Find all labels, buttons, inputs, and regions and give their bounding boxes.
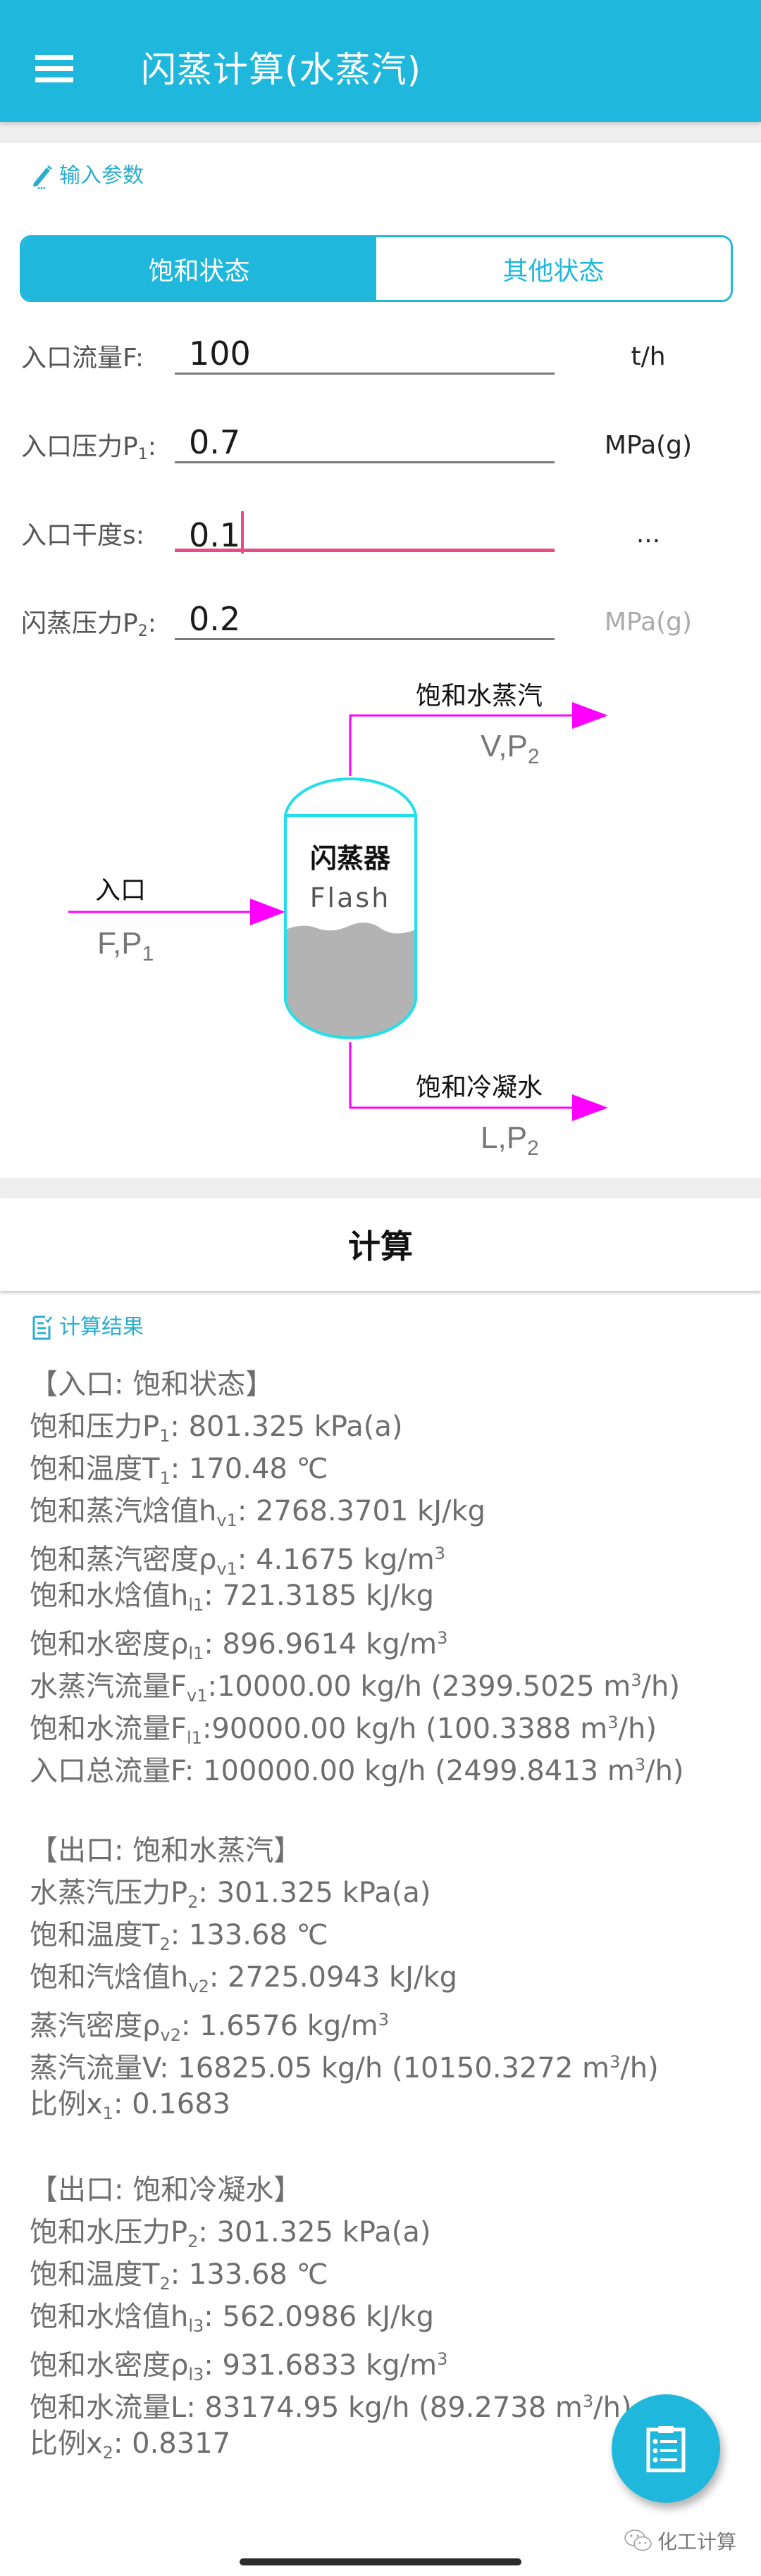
inlet-flow-label: 入口流量F: <box>21 344 144 373</box>
flash-drum-diagram: 饱和水蒸汽 V,P2 闪蒸器 Flash 入口 F,P1 饱和冷凝水 L,P2 <box>68 682 608 1160</box>
watermark-text: 化工计算 <box>657 2530 737 2553</box>
inlet-pressure-label: 入口压力P1: <box>21 432 156 463</box>
vessel-outline <box>284 777 417 1039</box>
result-line: 饱和温度T2: 133.68 ℃ <box>30 1919 328 1954</box>
clipboard-list-icon <box>646 2426 686 2472</box>
liquid-outlet-pipe <box>349 1042 574 1109</box>
inlet-flow-row: 入口流量F: 100 t/h <box>0 323 761 393</box>
calculate-button[interactable]: 计算 <box>0 1198 761 1291</box>
results-heading: 【出口: 饱和水蒸汽】 <box>30 1834 302 1867</box>
liquid-level <box>285 923 416 1038</box>
input-section-header: 输入参数 <box>28 162 144 190</box>
report-fab-button[interactable] <box>612 2394 720 2503</box>
inlet-pressure-row: 入口压力P1: 0.7 MPa(g) <box>0 411 761 482</box>
result-line: 饱和水焓值hl1: 721.3185 kJ/kg <box>30 1580 435 1615</box>
inlet-dryness-unit: ... <box>636 520 661 549</box>
result-line: 蒸汽流量V: 16825.05 kg/h (10150.3272 m3/h) <box>30 2052 659 2084</box>
result-line: 饱和水流量L: 83174.95 kg/h (89.2738 m3/h) <box>30 2391 632 2424</box>
inlet-dryness-input[interactable]: 0.1 <box>175 507 555 554</box>
vapor-outlet-vars: V,P2 <box>481 729 540 768</box>
wechat-icon <box>624 2530 652 2551</box>
inlet-flow-input[interactable]: 100 <box>175 330 555 375</box>
inlet-dryness-label: 入口干度s: <box>21 521 144 550</box>
inlet-dryness-row: 入口干度s: 0.1 ... <box>0 500 761 570</box>
results-heading: 【入口: 饱和状态】 <box>30 1368 274 1401</box>
inlet-pressure-input[interactable]: 0.7 <box>175 418 555 463</box>
document-check-icon <box>32 1315 53 1340</box>
watermark: 化工计算 <box>624 2527 736 2555</box>
divider-band <box>0 1178 761 1198</box>
saturated-state-tab[interactable]: 饱和状态 <box>22 237 376 300</box>
flash-pressure-row: 闪蒸压力P2: 0.2 MPa(g) <box>0 588 761 658</box>
inlet-dryness-value: 0.1 <box>189 516 241 554</box>
vapor-outlet-arrow <box>572 702 608 729</box>
result-line: 比例x1: 0.1683 <box>30 2088 231 2123</box>
result-line: 饱和水焓值hl3: 562.0986 kJ/kg <box>30 2301 435 2336</box>
state-toggle: 饱和状态 其他状态 <box>20 235 733 302</box>
inlet-flow-value: 100 <box>189 334 251 373</box>
results-text: 【入口: 饱和状态】饱和压力P1: 801.325 kPa(a) 饱和温度T1: … <box>30 1363 748 2465</box>
results-section-title: 计算结果 <box>59 1315 144 1339</box>
vessel-label-cn: 闪蒸器 <box>310 842 391 874</box>
flash-pressure-label: 闪蒸压力P2: <box>21 609 156 640</box>
result-line: 饱和压力P1: 801.325 kPa(a) <box>30 1411 403 1446</box>
result-line: 水蒸汽流量Fv1:10000.00 kg/h (2399.5025 m3/h) <box>30 1670 680 1706</box>
home-indicator <box>240 2558 521 2565</box>
result-line: 饱和蒸汽焓值hv1: 2768.3701 kJ/kg <box>30 1495 486 1530</box>
liquid-outlet-vars: L,P2 <box>481 1120 539 1160</box>
result-line: 入口总流量F: 100000.00 kg/h (2499.8413 m3/h) <box>30 1755 684 1787</box>
flash-pressure-unit: MPa(g) <box>604 608 693 637</box>
result-line: 比例x2: 0.8317 <box>30 2427 231 2463</box>
inlet-flow-unit: t/h <box>631 342 666 371</box>
inlet-arrow <box>250 899 285 925</box>
hamburger-menu-icon[interactable] <box>35 55 73 83</box>
flash-pressure-value: 0.2 <box>189 600 241 638</box>
inlet-label: 入口 <box>95 876 146 905</box>
results-section-header: 计算结果 <box>28 1313 144 1342</box>
vapor-outlet-label: 饱和水蒸汽 <box>416 682 543 711</box>
result-line: 饱和水密度ρl1: 896.9614 kg/m3 <box>30 1628 448 1663</box>
result-line: 饱和蒸汽密度ρv1: 4.1675 kg/m3 <box>30 1544 446 1579</box>
result-line: 饱和水流量Fl1:90000.00 kg/h (100.3388 m3/h) <box>30 1713 657 1748</box>
page-title: 闪蒸计算(水蒸汽) <box>141 49 422 90</box>
result-line: 饱和水密度ρl3: 931.6833 kg/m3 <box>30 2349 448 2384</box>
flash-pressure-input[interactable]: 0.2 <box>175 595 555 640</box>
inlet-vars: F,P1 <box>97 926 154 965</box>
liquid-outlet-arrow <box>572 1094 608 1121</box>
inlet-pressure-unit-selector[interactable]: MPa(g) <box>604 431 693 460</box>
result-line: 饱和温度T2: 133.68 ℃ <box>30 2258 328 2294</box>
inlet-results-block: 【入口: 饱和状态】饱和压力P1: 801.325 kPa(a) 饱和温度T1: … <box>30 1363 748 1787</box>
results-heading: 【出口: 饱和冷凝水】 <box>30 2174 302 2206</box>
vapor-outlet-pipe <box>349 714 574 776</box>
app-bar: 闪蒸计算(水蒸汽) <box>0 0 761 122</box>
result-line: 蒸汽密度ρv2: 1.6576 kg/m3 <box>30 2010 390 2045</box>
result-line: 饱和水压力P2: 301.325 kPa(a) <box>30 2216 431 2251</box>
result-line: 饱和汽焓值hv2: 2725.0943 kJ/kg <box>30 1961 458 1996</box>
liquid-outlet-results-block: 【出口: 饱和冷凝水】饱和水压力P2: 301.325 kPa(a) 饱和温度T2… <box>30 2169 748 2465</box>
input-section-title: 输入参数 <box>59 163 144 188</box>
text-cursor <box>241 511 245 554</box>
result-line: 水蒸汽压力P2: 301.325 kPa(a) <box>30 1877 431 1912</box>
divider-band <box>0 122 761 143</box>
other-state-tab[interactable]: 其他状态 <box>376 237 731 300</box>
vapor-outlet-results-block: 【出口: 饱和水蒸汽】水蒸汽压力P2: 301.325 kPa(a) 饱和温度T2… <box>30 1830 748 2125</box>
inlet-pressure-value: 0.7 <box>189 423 241 461</box>
vessel-label-en: Flash <box>310 882 391 913</box>
pencil-icon <box>33 165 52 189</box>
result-line: 饱和温度T1: 170.48 ℃ <box>30 1453 328 1488</box>
liquid-outlet-label: 饱和冷凝水 <box>416 1073 543 1102</box>
